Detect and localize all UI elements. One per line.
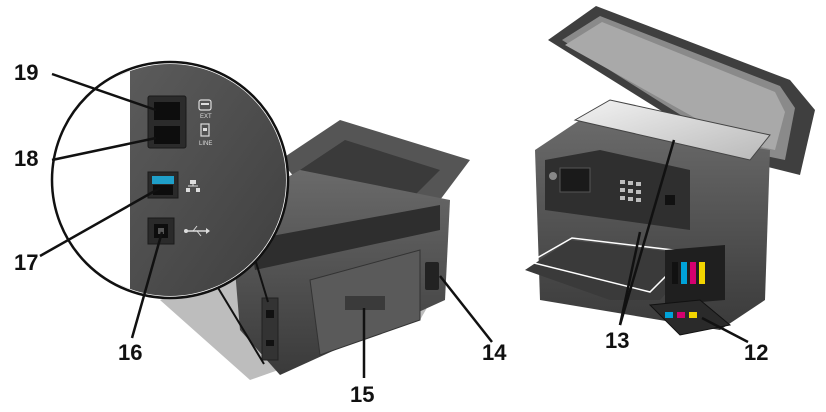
rear-door-handle: [345, 296, 385, 310]
port-panel-phone: [266, 340, 274, 346]
port-panel: [262, 298, 278, 360]
cartridge-black: [672, 262, 678, 284]
callout-13: 13: [605, 328, 629, 353]
line-label: LINE: [199, 141, 212, 147]
callout-17: 17: [14, 250, 38, 275]
callout-16: 16: [118, 340, 142, 365]
callout-15: 15: [350, 382, 374, 407]
callout-19: 19: [14, 60, 38, 85]
callout-18: 18: [14, 146, 38, 171]
callout-14: 14: [482, 340, 507, 365]
port-panel-usb: [266, 310, 274, 318]
line-port: [154, 126, 180, 144]
keypad: [620, 180, 641, 202]
front-printer: [525, 6, 815, 335]
power-port: [425, 262, 439, 290]
leader-14: [440, 276, 492, 342]
control-display: [560, 168, 590, 192]
ext-port: [154, 102, 180, 120]
cartridge-yellow: [699, 262, 705, 284]
ext-label: EXT: [200, 114, 212, 120]
callout-12: 12: [744, 340, 768, 365]
ethernet-port-leds: [152, 176, 174, 184]
memory-card-slot: [665, 195, 675, 205]
cartridge-magenta: [690, 262, 696, 284]
cartridge-cyan: [681, 262, 687, 284]
power-button: [549, 172, 557, 180]
